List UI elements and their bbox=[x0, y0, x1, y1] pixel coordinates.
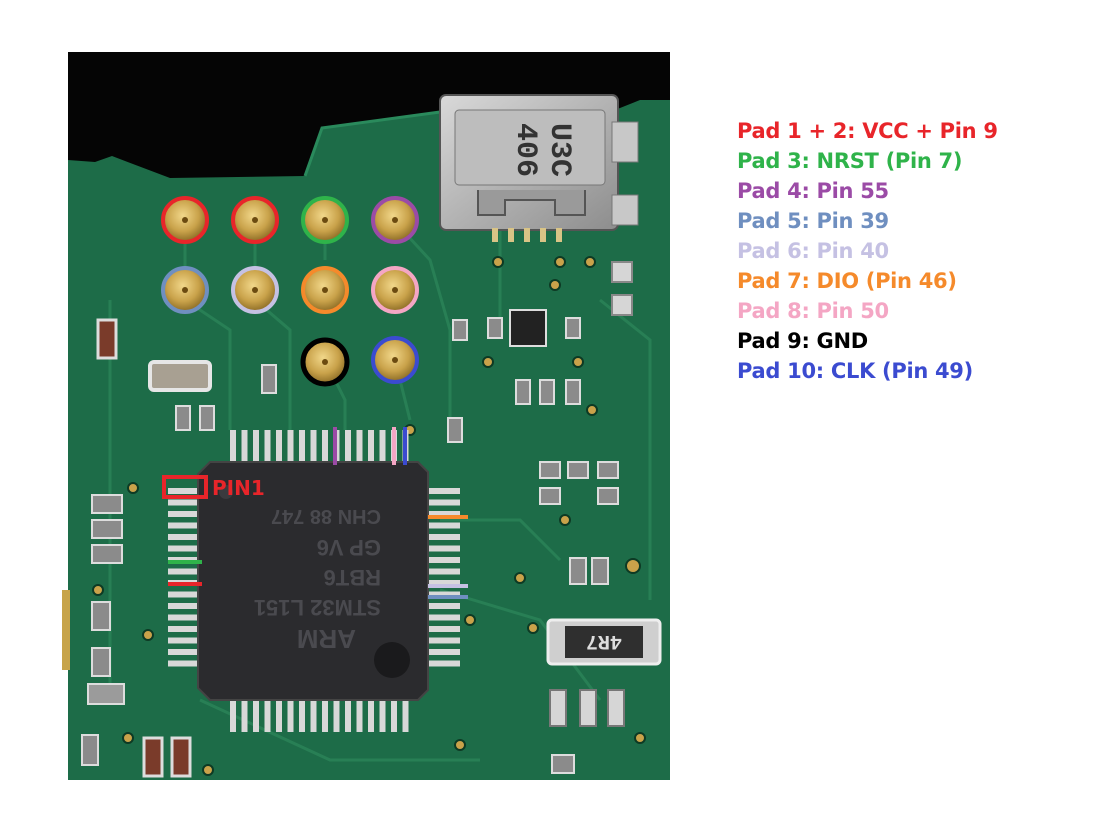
chip-pin bbox=[428, 626, 460, 632]
chip-marking-1: ARM bbox=[297, 624, 356, 654]
chip-pin bbox=[168, 499, 200, 506]
chip-pin bbox=[168, 591, 200, 598]
pin1-label: PIN1 bbox=[212, 476, 265, 500]
chip-pin bbox=[402, 700, 409, 732]
smd-components bbox=[62, 261, 633, 778]
chip-pin bbox=[379, 430, 386, 462]
chip-marking-3: RBT6 bbox=[324, 565, 381, 590]
pad-7 bbox=[301, 266, 349, 314]
usb-marking-2: U3C bbox=[542, 123, 576, 177]
pin-markers bbox=[168, 427, 468, 599]
chip-pin bbox=[253, 430, 259, 462]
chip-pin bbox=[428, 660, 460, 667]
chip-pin bbox=[356, 430, 363, 462]
pad-9 bbox=[300, 337, 350, 387]
usb-marking-1: 406 bbox=[508, 123, 542, 177]
chip-pin bbox=[287, 700, 294, 732]
legend-item: Pad 6: Pin 40 bbox=[737, 239, 889, 263]
chip-pin bbox=[310, 430, 317, 462]
chip-pin bbox=[168, 603, 200, 609]
chip-pin bbox=[368, 430, 374, 462]
chip-pin bbox=[356, 700, 363, 732]
legend-item: Pad 4: Pin 55 bbox=[737, 179, 889, 203]
chip-pin bbox=[241, 700, 248, 732]
chip-pin bbox=[428, 637, 460, 644]
pad-1 bbox=[161, 196, 209, 244]
legend-item: Pad 3: NRST (Pin 7) bbox=[737, 149, 963, 173]
inductor: 4R7 bbox=[546, 618, 662, 666]
chip-pin bbox=[428, 580, 460, 586]
chip-pin bbox=[168, 649, 200, 655]
chip-pin bbox=[168, 545, 200, 552]
pad-8 bbox=[371, 266, 419, 314]
chip-pin bbox=[241, 430, 248, 462]
chip-pin bbox=[230, 430, 236, 462]
chip-pin bbox=[264, 430, 271, 462]
chip-pin bbox=[428, 614, 460, 621]
chip-pin bbox=[322, 430, 328, 462]
legend-item: Pad 5: Pin 39 bbox=[737, 209, 889, 233]
microcontroller: ARM STM32 L151 RBT6 GP V6 CHN 88 747 bbox=[197, 461, 429, 701]
legend-item: Pad 9: GND bbox=[737, 329, 868, 353]
chip-pin bbox=[253, 700, 259, 732]
chip-pin bbox=[391, 700, 397, 732]
chip-pin bbox=[168, 488, 200, 494]
pad-6 bbox=[231, 266, 279, 314]
chip-pin bbox=[264, 700, 271, 732]
chip-pin bbox=[168, 626, 200, 632]
chip-pin bbox=[310, 700, 317, 732]
board-edge bbox=[303, 110, 441, 177]
legend-item: Pad 1 + 2: VCC + Pin 9 bbox=[737, 119, 998, 143]
chip-pin bbox=[287, 430, 294, 462]
chip-pin bbox=[345, 700, 351, 732]
chip-pin bbox=[276, 430, 282, 462]
chip-pin bbox=[168, 637, 200, 644]
chip-pin bbox=[428, 534, 460, 540]
chip-pin bbox=[428, 488, 460, 494]
usb-connector: 406 U3C bbox=[439, 94, 639, 242]
pad-5 bbox=[161, 266, 209, 314]
chip-pin bbox=[428, 545, 460, 552]
chip-pin bbox=[299, 700, 305, 732]
chip-pin bbox=[345, 430, 351, 462]
chip-pin bbox=[333, 700, 340, 732]
pad-legend: Pad 1 + 2: VCC + Pin 9 Pad 3: NRST (Pin … bbox=[737, 116, 998, 386]
chip-pin bbox=[322, 700, 328, 732]
chip-pin bbox=[428, 557, 460, 563]
chip-pin bbox=[428, 522, 460, 529]
chip-pin bbox=[168, 660, 200, 667]
chip-pin bbox=[168, 511, 200, 517]
chip-pin bbox=[368, 700, 374, 732]
chip-pin bbox=[168, 522, 200, 529]
chip-pin bbox=[428, 649, 460, 655]
pad-3 bbox=[301, 196, 349, 244]
chip-pin bbox=[168, 534, 200, 540]
chip-pin bbox=[299, 430, 305, 462]
chip-pin bbox=[168, 614, 200, 621]
chip-marking-5: CHN 88 747 bbox=[271, 505, 381, 527]
chip-pin bbox=[379, 700, 386, 732]
pcb-photo: 406 U3C bbox=[62, 52, 670, 780]
chip-pin bbox=[428, 568, 460, 575]
legend-item: Pad 8: Pin 50 bbox=[737, 299, 889, 323]
chip-pin bbox=[428, 511, 460, 517]
legend-item: Pad 10: CLK (Pin 49) bbox=[737, 359, 973, 383]
chip-pin bbox=[428, 591, 460, 598]
chip-pin bbox=[276, 700, 282, 732]
chip-marking-2: STM32 L151 bbox=[254, 595, 381, 620]
vias bbox=[92, 256, 646, 776]
legend-item: Pad 7: DIO (Pin 46) bbox=[737, 269, 957, 293]
chip-pin bbox=[428, 603, 460, 609]
pad-10 bbox=[371, 336, 419, 384]
pin1-box bbox=[162, 475, 208, 499]
chip-pin bbox=[230, 700, 236, 732]
traces bbox=[108, 150, 652, 762]
pad-2 bbox=[231, 196, 279, 244]
chip-pin bbox=[168, 568, 200, 575]
chip-marking-4: GP V6 bbox=[317, 535, 381, 560]
chip-pin bbox=[428, 499, 460, 506]
pad-4 bbox=[371, 196, 419, 244]
debug-pads bbox=[161, 196, 419, 387]
inductor-marking: 4R7 bbox=[586, 629, 622, 652]
